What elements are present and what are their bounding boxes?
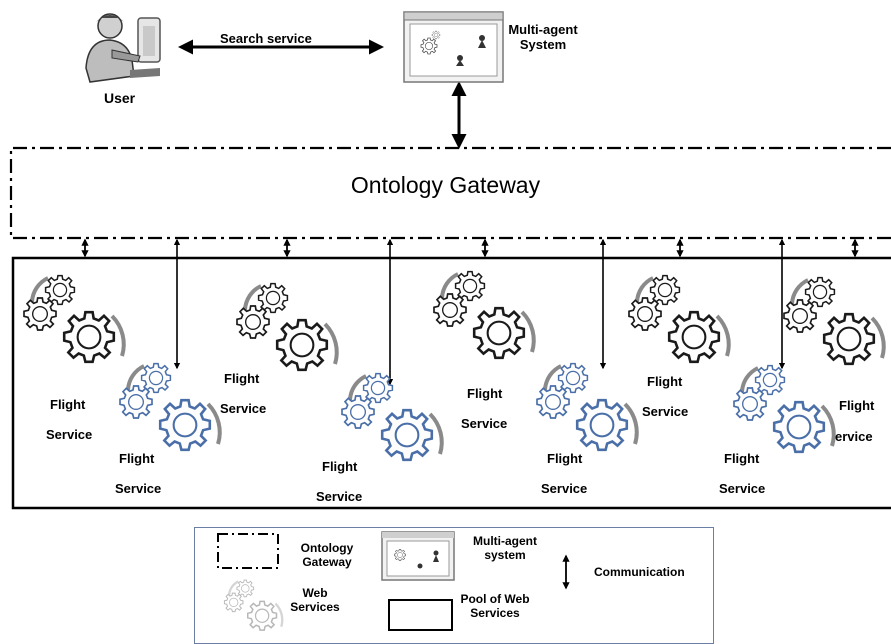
service-label-line1: Flight	[547, 451, 583, 466]
web-service-gear-cluster	[537, 364, 637, 450]
service-label: Flight	[547, 451, 582, 466]
legend-mas-label: Multi-agent system	[463, 534, 547, 562]
service-label-line1: Flight	[322, 459, 358, 474]
service-label-line2: Service	[541, 481, 588, 496]
service-label: Flight	[724, 451, 759, 466]
legend-mas-swatch	[381, 531, 455, 581]
service-label-line2: Service	[316, 489, 363, 504]
web-service-gear-cluster	[342, 374, 442, 460]
legend-box	[194, 527, 714, 644]
user-icon	[85, 13, 161, 83]
multi-agent-window-icon	[403, 11, 504, 83]
legend-pool-line1: Pool of Web	[460, 592, 530, 606]
web-service-gear-cluster	[24, 276, 124, 362]
service-label: Service	[541, 481, 587, 496]
legend-gateway-line1: Ontology	[300, 541, 354, 555]
web-service-gear-cluster	[734, 366, 834, 452]
service-label-line2: ervice	[835, 429, 873, 444]
user-label: User	[104, 90, 136, 106]
service-label: Service	[46, 427, 92, 442]
web-service-gear-cluster	[237, 284, 337, 370]
service-label-line2: Service	[461, 416, 508, 431]
service-label: Service	[461, 416, 507, 431]
service-label-line1: Flight	[724, 451, 760, 466]
legend-pool-line2: Services	[470, 606, 520, 620]
service-label: Flight	[50, 397, 85, 412]
legend-web-label: Web Services	[290, 586, 340, 614]
web-service-gear-cluster	[434, 272, 534, 358]
service-label-line2: Service	[642, 404, 689, 419]
service-label: Flight	[467, 386, 502, 401]
web-service-gear-cluster	[629, 276, 729, 362]
service-label-line2: Service	[220, 401, 267, 416]
service-label-line1: Flight	[839, 398, 875, 413]
mas-label-line2: System	[519, 37, 567, 52]
search-service-label: Search service	[220, 31, 312, 46]
service-label: Flight	[839, 398, 874, 413]
legend-communication-label: Communication	[594, 565, 685, 579]
mas-label: Multi-agent System	[508, 22, 578, 52]
service-label-line1: Flight	[467, 386, 503, 401]
legend-gateway-swatch	[217, 533, 279, 569]
service-label: ervice	[835, 429, 873, 444]
service-label: Service	[115, 481, 161, 496]
service-label: Service	[220, 401, 266, 416]
legend-web-line2: Services	[290, 600, 340, 614]
service-label-line1: Flight	[119, 451, 155, 466]
legend-web-line1: Web	[302, 586, 328, 600]
web-services-pool-box	[11, 256, 891, 510]
service-label-line1: Flight	[647, 374, 683, 389]
web-service-gear-cluster	[784, 278, 884, 364]
legend-gateway-line2: Gateway	[302, 555, 352, 569]
service-label-line1: Flight	[50, 397, 86, 412]
service-label: Flight	[647, 374, 682, 389]
service-label: Flight	[322, 459, 357, 474]
legend-mas-line1: Multi-agent	[473, 534, 537, 548]
gateway-pool-arrows	[81, 238, 859, 258]
service-label-line2: Service	[115, 481, 162, 496]
legend-pool-label: Pool of Web Services	[449, 592, 541, 620]
service-label: Service	[316, 489, 362, 504]
web-service-gear-cluster	[120, 364, 220, 450]
legend-pool-swatch	[388, 599, 453, 631]
legend-mas-line2: system	[484, 548, 526, 562]
ontology-gateway-box	[9, 146, 891, 240]
service-label: Flight	[119, 451, 154, 466]
mas-label-line1: Multi-agent	[508, 22, 578, 37]
service-label: Service	[719, 481, 765, 496]
service-label-line1: Flight	[224, 371, 260, 386]
gateway-service-arrows	[173, 238, 786, 386]
service-label: Service	[642, 404, 688, 419]
service-label: Flight	[224, 371, 259, 386]
ontology-gateway-title: Ontology Gateway	[350, 172, 541, 198]
service-label-line2: Service	[719, 481, 766, 496]
service-label-line2: Service	[46, 427, 93, 442]
legend-gateway-label: Ontology Gateway	[292, 541, 362, 569]
